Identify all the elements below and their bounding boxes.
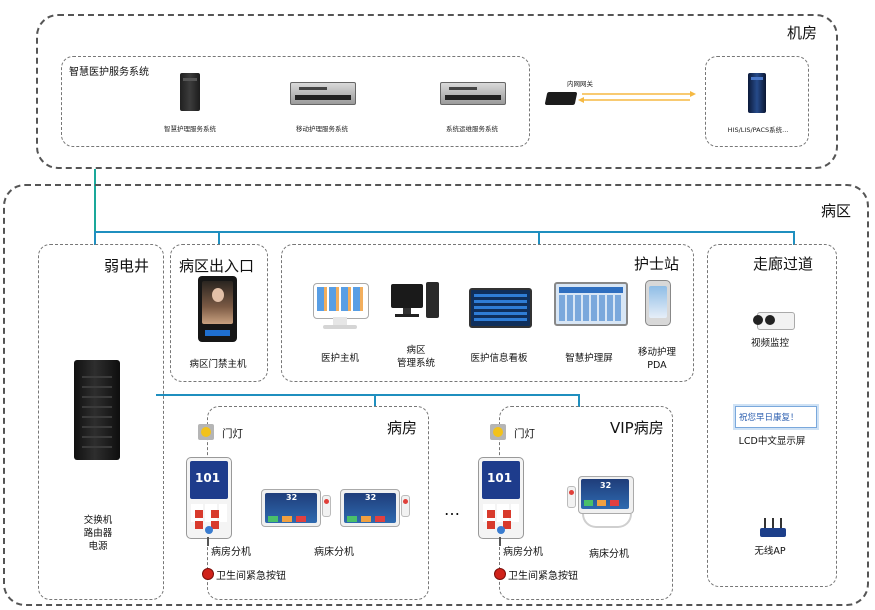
- vip-room-title: VIP病房: [610, 419, 664, 437]
- door-light-icon: [198, 424, 214, 440]
- bed-unit-label: 病床分机: [589, 549, 629, 560]
- door-light-label: 门灯: [514, 428, 535, 440]
- weak-well-box: [38, 244, 164, 600]
- call-handset-icon: [322, 495, 331, 517]
- his-server-icon: [748, 73, 766, 113]
- bus-drop-nurse-station: [538, 231, 540, 245]
- room-unit-label: 病房分机: [503, 547, 543, 558]
- bus-drop-vip-room: [578, 394, 580, 407]
- server-label: 移动护理服务系统: [296, 125, 348, 133]
- service-system-group: [61, 56, 530, 147]
- medical-host-icon: [313, 283, 369, 331]
- service-system-title: 智慧医护服务系统: [69, 67, 149, 78]
- bed-value: 32: [286, 493, 298, 502]
- call-handset-icon: [401, 495, 410, 517]
- ward-bus-top: [94, 231, 794, 233]
- entrance-box: [170, 244, 268, 382]
- room-unit-icon: 101: [478, 457, 524, 539]
- more-rooms-ellipsis: …: [444, 500, 462, 519]
- weak-well-item: 电源: [88, 541, 108, 552]
- desktop-computer-icon: [391, 282, 441, 320]
- door-light-icon: [490, 424, 506, 440]
- nurse-device-label: 移动护理 PDA: [637, 347, 676, 371]
- bus-drop-room: [374, 394, 376, 407]
- bed-unit-icon: 32: [340, 489, 400, 527]
- door-light-label: 门灯: [222, 428, 243, 440]
- bus-drop-corridor: [793, 231, 795, 245]
- call-handset-icon: [567, 486, 576, 508]
- ward-title: 病区: [821, 202, 852, 220]
- info-board-icon: [469, 288, 532, 328]
- room-title: 病房: [387, 419, 418, 437]
- room-unit-cable: [207, 537, 209, 546]
- rack-server-icon: [440, 82, 506, 105]
- corridor-device-label: LCD中文显示屏: [738, 436, 806, 447]
- server-label: 智慧护理服务系统: [164, 125, 216, 133]
- room-number: 101: [195, 471, 221, 485]
- lcd-display-icon: 祝您早日康复！: [735, 406, 817, 428]
- emergency-button-icon: [494, 568, 506, 580]
- bed-value: 32: [365, 493, 377, 502]
- rack-server-icon: [290, 82, 356, 105]
- ward-zone: [3, 184, 869, 606]
- entrance-title: 病区出入口: [179, 257, 255, 275]
- wireless-ap-icon: [758, 518, 788, 540]
- nurse-device-label: 病区 管理系统: [396, 345, 435, 369]
- bed-value: 32: [600, 481, 612, 490]
- nurse-device-label: 智慧护理屏: [565, 353, 613, 364]
- emergency-button-label: 卫生间紧急按钮: [508, 571, 578, 582]
- camera-icon: [753, 310, 795, 330]
- bus-drop-entrance: [218, 231, 220, 245]
- nurse-station-box: [281, 244, 694, 382]
- gateway-link-arrows: [578, 91, 696, 103]
- server-icon: [180, 73, 200, 111]
- gateway-label: 内网网关: [567, 80, 593, 88]
- server-label: 系统运维服务系统: [446, 125, 498, 133]
- gateway-icon: [544, 92, 578, 105]
- vip-bed-unit-icon: 32: [572, 476, 638, 530]
- corridor-device-label: 无线AP: [754, 546, 786, 557]
- nurse-station-title: 护士站: [634, 255, 680, 273]
- his-system-box: [705, 56, 809, 147]
- machine-room-title: 机房: [787, 24, 818, 42]
- access-control-terminal-icon: [198, 276, 237, 342]
- entrance-device-label: 病区门禁主机: [189, 359, 247, 370]
- network-cabinet-icon: [74, 360, 120, 460]
- pda-icon: [645, 280, 671, 326]
- weak-well-item: 交换机: [83, 515, 113, 526]
- backbone-link: [94, 169, 96, 231]
- room-unit-label: 病房分机: [211, 547, 251, 558]
- weak-well-title: 弱电井: [104, 257, 150, 275]
- room-unit-icon: 101: [186, 457, 232, 539]
- ward-bus-rooms: [156, 394, 579, 396]
- corridor-box: [707, 244, 837, 587]
- nurse-device-label: 医护主机: [320, 353, 359, 364]
- his-system-label: HIS/LIS/PACS系统...: [727, 126, 789, 134]
- corridor-title: 走廊过道: [753, 255, 814, 273]
- corridor-device-label: 视频监控: [750, 338, 789, 349]
- bed-unit-icon: 32: [261, 489, 321, 527]
- lcd-display-text: 祝您早日康复！: [739, 413, 799, 423]
- nurse-device-label: 医护信息看板: [470, 353, 528, 364]
- room-number: 101: [487, 471, 513, 485]
- emergency-button-icon: [202, 568, 214, 580]
- bus-drop-weak-well: [94, 231, 96, 245]
- emergency-button-label: 卫生间紧急按钮: [216, 571, 286, 582]
- room-unit-cable: [499, 537, 501, 546]
- smart-nursing-screen-icon: [554, 282, 628, 326]
- machine-room-zone: [36, 14, 838, 169]
- bed-unit-label: 病床分机: [314, 547, 354, 558]
- weak-well-item: 路由器: [83, 528, 113, 539]
